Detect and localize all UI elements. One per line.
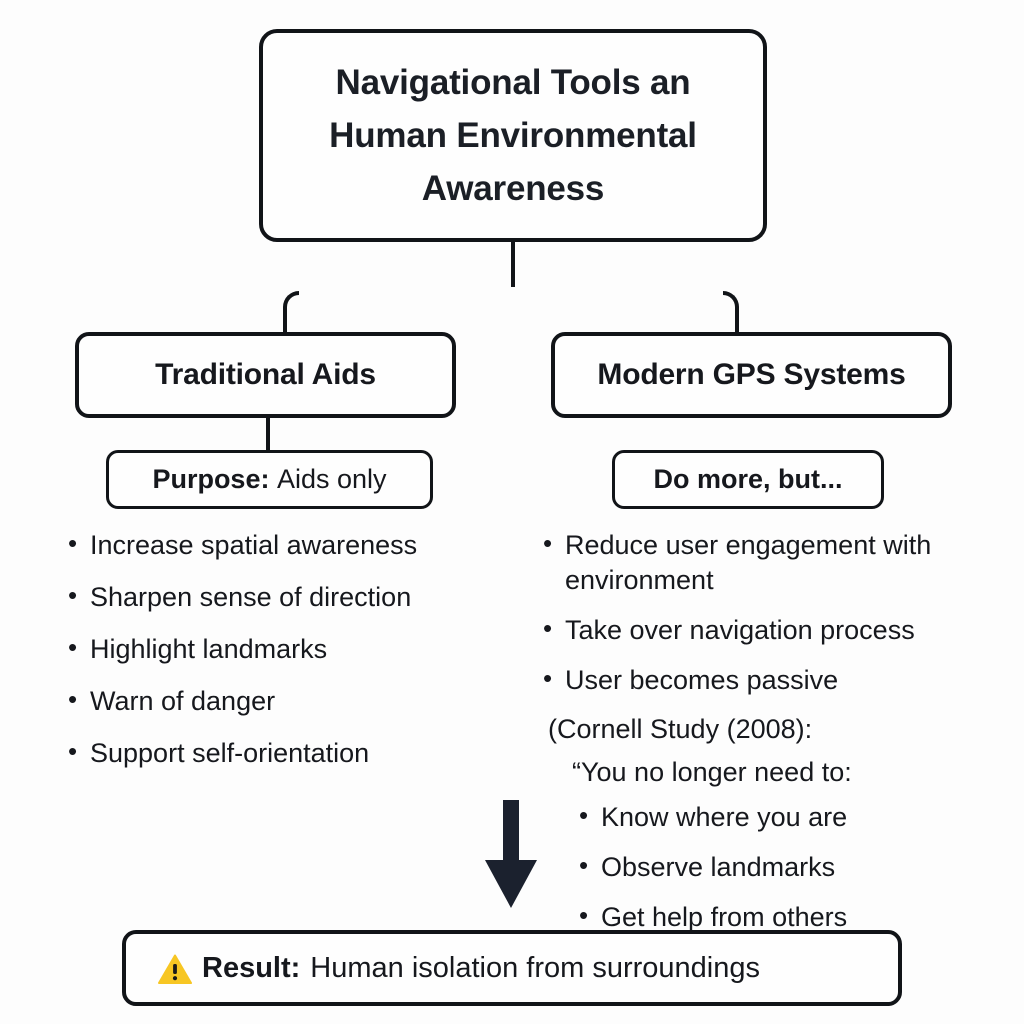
branch-left-label: Traditional Aids (155, 358, 376, 391)
list-item: Support self-orientation (63, 735, 513, 771)
pill-right-lead: Do more, but... (653, 464, 843, 494)
node-branch-modern-gps[interactable]: Modern GPS Systems (551, 332, 952, 418)
node-branch-traditional-aids[interactable]: Traditional Aids (75, 332, 456, 418)
list-item: Sharpen sense of direction (63, 579, 513, 615)
list-item: Take over navigation process (538, 612, 1008, 648)
bullet-list-left-items: Increase spatial awareness Sharpen sense… (63, 527, 513, 771)
root-title-text: Navigational Tools an Human Environmenta… (329, 62, 697, 209)
list-item: User becomes passive (538, 662, 1008, 698)
list-item: Observe landmarks (574, 849, 994, 885)
list-item: Know where you are (574, 799, 994, 835)
node-pill-purpose[interactable]: Purpose: Aids only (106, 450, 433, 509)
list-item: Get help from others (574, 899, 994, 935)
bullet-list-right-items: Reduce user engagement with environment … (538, 527, 1008, 698)
node-root-title[interactable]: Navigational Tools an Human Environmenta… (259, 29, 767, 242)
result-rest: Human isolation from surroundings (310, 951, 761, 984)
pill-right-text: Do more, but... (654, 464, 843, 495)
warning-triangle-icon (158, 954, 192, 985)
note-cornell-study-source: (Cornell Study (2008): (548, 714, 813, 744)
connector-left-stem (266, 416, 270, 454)
list-item: Increase spatial awareness (63, 527, 513, 563)
result-lead: Result: (202, 951, 301, 984)
connector-bus-mask (299, 287, 723, 296)
node-result[interactable]: Result: Human isolation from surrounding… (122, 930, 902, 1006)
result-text: Result: Human isolation from surrounding… (158, 952, 760, 985)
bullet-list-modern-gps: Reduce user engagement with environment … (538, 527, 1008, 713)
branch-right-label: Modern GPS Systems (597, 358, 906, 391)
bullet-list-traditional-aids: Increase spatial awareness Sharpen sense… (63, 527, 513, 788)
pill-left-lead: Purpose: (152, 464, 270, 494)
list-item: Highlight landmarks (63, 631, 513, 667)
pill-left-text: Purpose: Aids only (152, 464, 386, 495)
bullet-list-cornell-sub-items: Know where you are Observe landmarks Get… (574, 799, 994, 950)
down-arrow-icon (480, 800, 542, 910)
connector-root-stem (511, 242, 515, 295)
pill-left-rest (269, 464, 277, 494)
node-pill-do-more-but[interactable]: Do more, but... (612, 450, 884, 509)
list-item: Reduce user engagement with environment (538, 527, 1008, 598)
bullet-list-sub-items: Know where you are Observe landmarks Get… (574, 799, 994, 935)
connector-branch-bus (283, 291, 739, 336)
list-item: Warn of danger (63, 683, 513, 719)
pill-left-value: Aids only (276, 464, 387, 494)
note-cornell-study-quote: “You no longer need to: (572, 757, 852, 787)
